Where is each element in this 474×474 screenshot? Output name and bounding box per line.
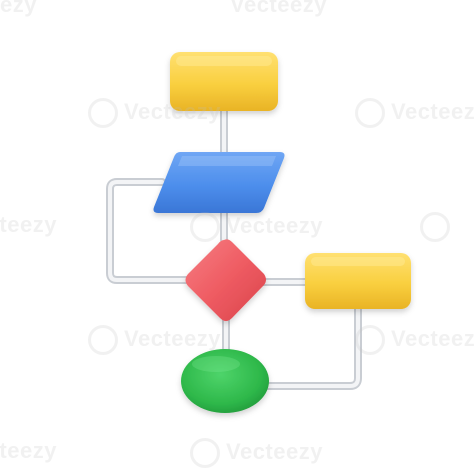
- connector-loop-right: [264, 304, 362, 390]
- node-start: [170, 52, 278, 111]
- connectors: [106, 104, 362, 390]
- node-decision: [185, 239, 266, 321]
- node-end: [181, 349, 269, 413]
- connector-loop-left: [106, 178, 190, 284]
- node-input: [153, 152, 285, 213]
- node-process: [305, 253, 411, 309]
